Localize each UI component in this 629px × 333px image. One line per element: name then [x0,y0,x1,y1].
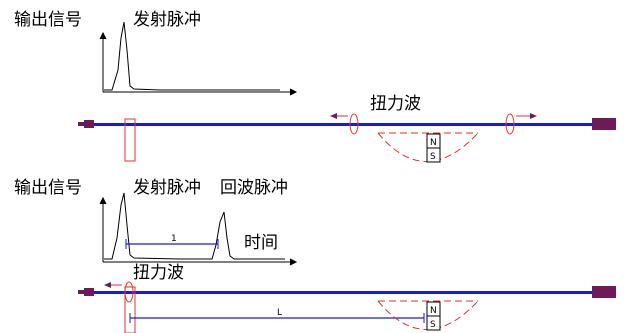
top-waveguide-rod [86,123,596,126]
bottom-output-signal-label: 输出信号 [14,178,82,198]
bottom-time-interval-label: 1 [171,234,177,244]
top-signal-axes [99,31,298,96]
bottom-arrow-left [104,282,122,288]
bottom-time-axis-label: 时间 [244,233,278,253]
top-output-signal-label: 输出信号 [14,10,82,30]
top-magnet-s-label: S [430,152,436,162]
bottom-rod-right-cap [592,286,616,298]
bottom-signal-waveform [104,192,285,260]
bottom-magnet-s-label: S [430,320,436,330]
top-twist-ring-right [505,113,515,135]
bottom-time-interval-marker [125,239,219,249]
bottom-emit-pulse-label: 发射脉冲 [133,178,201,198]
bottom-distance-label: L [277,308,282,318]
top-torsion-wave-label: 扭力波 [370,94,421,114]
bottom-magnet-n-label: N [430,306,437,316]
bottom-rod-left-tip [78,290,85,294]
bottom-distance-marker [129,313,425,323]
bottom-torsion-wave-label: 扭力波 [133,263,184,283]
top-magnet-n-label: N [430,138,437,148]
top-rod-left-tip [78,122,85,126]
bottom-signal-axes [99,196,298,266]
bottom-waveguide-rod [86,291,596,294]
top-emit-pulse-label: 发射脉冲 [133,10,201,30]
top-arrow-right [516,113,537,119]
top-magnet: N S [426,133,441,163]
bottom-rod-left-cap [84,288,94,296]
bottom-echo-pulse-label: 回波脉冲 [220,178,288,198]
top-twist-ring-left [349,113,359,135]
top-rod-left-cap [84,120,94,128]
top-rod-right-cap [592,118,616,130]
top-emit-pulse-waveform [104,21,280,91]
top-arrow-left [330,113,348,119]
bottom-magnet: N S [426,301,441,331]
top-emit-marker-box [124,118,136,162]
bottom-emit-marker-box [124,286,136,333]
